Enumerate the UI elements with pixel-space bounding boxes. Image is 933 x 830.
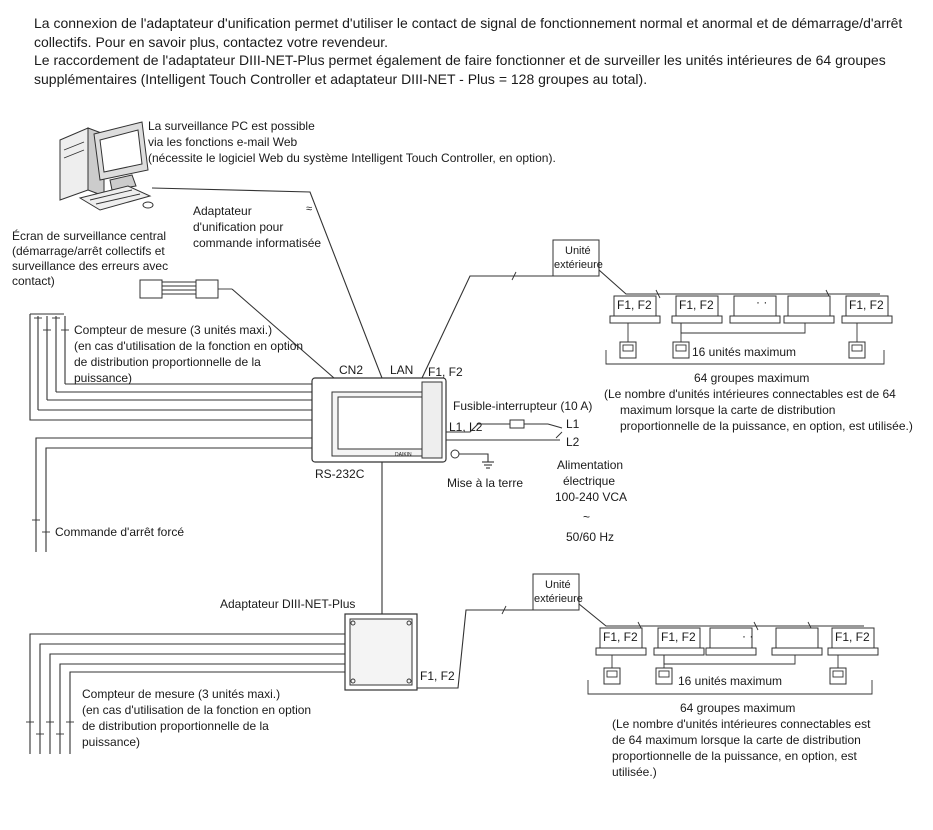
bottom-f1f2-line [417,609,545,689]
svg-text:F1, F2: F1, F2 [679,298,714,312]
meter-top-label: Compteur de mesure (3 unités maxi.) (en … [74,323,303,385]
controller-l1l2: L1, L2 [449,420,483,434]
svg-text:utilisée.): utilisée.) [612,765,657,779]
svg-text:· ·: · · [756,295,767,309]
meter-top-contacts [29,313,312,421]
svg-text:100-240 VCA: 100-240 VCA [555,490,627,504]
svg-text:commande informatisée: commande informatisée [193,236,321,250]
top-indoor-units: F1, F2 F1, F2 · · F1, F2 [609,295,893,359]
svg-text:Alimentation: Alimentation [557,458,623,472]
break-mark: ≈ [306,203,312,215]
bottom-max16: 16 unités maximum [678,674,782,688]
svg-text:(Le nombre d'unités intérieure: (Le nombre d'unités intérieures connecta… [604,387,896,401]
l2-label: L2 [566,435,580,449]
svg-text:F1, F2: F1, F2 [849,298,884,312]
svg-text:F1, F2: F1, F2 [603,630,638,644]
pc-note-line-2: via les fonctions e-mail Web [148,135,298,149]
svg-text:Unité: Unité [565,245,591,257]
svg-text:d'unification pour: d'unification pour [193,220,283,234]
controller-lan: LAN [390,363,413,377]
svg-text:de distribution proportionnell: de distribution proportionnelle de la [74,355,261,369]
svg-text:maximum lorsque la carte de di: maximum lorsque la carte de distribution [620,403,835,417]
touch-controller: DAIKIN [311,377,447,463]
svg-text:Unité: Unité [545,579,571,591]
controller-cn2: CN2 [339,363,363,377]
svg-text:(Le nombre d'unités intérieure: (Le nombre d'unités intérieures connecta… [612,717,871,731]
svg-text:Adaptateur: Adaptateur [193,204,252,218]
pc-note: La surveillance PC est possible via les … [148,119,556,165]
controller-rs232c: RS-232C [315,467,365,481]
meter-bottom-label: Compteur de mesure (3 unités maxi.) (en … [82,687,311,749]
svg-text:de distribution proportionnell: de distribution proportionnelle de la [82,719,269,733]
unification-adapter-connector [139,279,335,379]
svg-text:(démarrage/arrêt collectifs et: (démarrage/arrêt collectifs et [12,244,165,258]
svg-text:puissance): puissance) [74,371,132,385]
svg-text:F1, F2: F1, F2 [661,630,696,644]
svg-text:électrique: électrique [563,474,615,488]
earth-ground-icon [450,449,494,469]
svg-text:proportionnelle de la puissanc: proportionnelle de la puissance, en opti… [612,749,858,763]
diii-adapter-label: Adaptateur DIII-NET-Plus [220,597,355,611]
pc-lan-cable [151,187,383,379]
fuse-switch [446,419,563,441]
svg-text:Compteur de mesure (3 unités m: Compteur de mesure (3 unités maxi.) [74,323,272,337]
fuse-label: Fusible-interrupteur (10 A) [453,399,592,413]
central-screen-label: Écran de surveillance central (démarrage… [12,228,168,288]
intro-text: La connexion de l'adaptateur d'unificati… [34,14,914,88]
diii-f1f2: F1, F2 [420,669,455,683]
svg-text:64 groupes maximum: 64 groupes maximum [694,371,809,385]
bottom-indoor-units: F1, F2 F1, F2 · · F1, F2 [595,627,879,685]
power-label: Alimentation électrique 100-240 VCA ~ 50… [555,458,627,544]
pc-note-line-1: La surveillance PC est possible [148,119,315,133]
pc-note-line-3: (nécessite le logiciel Web du système In… [148,151,556,165]
svg-text:Compteur de mesure (3 unités m: Compteur de mesure (3 unités maxi.) [82,687,280,701]
svg-text:F1, F2: F1, F2 [835,630,870,644]
bottom-bracket [587,680,873,695]
diii-adapter-box [344,613,418,691]
controller-f1f2: F1, F2 [428,365,463,379]
svg-text:contact): contact) [12,274,55,288]
forced-stop-label: Commande d'arrêt forcé [55,525,184,539]
top-max16: 16 unités maximum [692,345,796,359]
svg-text:~: ~ [583,510,590,524]
intro-paragraph-1: La connexion de l'adaptateur d'unificati… [34,15,903,50]
unification-adapter-label: Adaptateur d'unification pour commande i… [193,204,321,250]
forced-stop-wiring [32,437,312,552]
svg-text:extérieure: extérieure [534,593,583,605]
svg-text:proportionnelle de la puissanc: proportionnelle de la puissance, en opti… [620,419,913,433]
intro-paragraph-2: Le raccordement de l'adaptateur DIII-NET… [34,52,886,87]
svg-text:50/60 Hz: 50/60 Hz [566,530,614,544]
meter-bottom-contacts [26,633,345,754]
svg-text:puissance): puissance) [82,735,140,749]
svg-text:· ·: · · [742,629,753,643]
l1-label: L1 [566,417,580,431]
top-bracket [605,350,885,365]
svg-text:64 groupes maximum: 64 groupes maximum [680,701,795,715]
svg-text:(en cas d'utilisation de la fo: (en cas d'utilisation de la fonction en … [82,703,311,717]
bottom-outdoor-unit: Unité extérieure [532,573,583,611]
bottom-groups-note: 64 groupes maximum (Le nombre d'unités i… [612,701,871,779]
svg-text:F1, F2: F1, F2 [617,298,652,312]
svg-text:extérieure: extérieure [554,259,603,271]
svg-text:surveillance des erreurs avec: surveillance des erreurs avec [12,259,168,273]
controller-brand: DAIKIN [395,452,412,458]
svg-text:(en cas d'utilisation de la fo: (en cas d'utilisation de la fonction en … [74,339,303,353]
earth-label: Mise à la terre [447,476,523,490]
pc-computer-icon [59,121,154,211]
top-groups-note: 64 groupes maximum (Le nombre d'unités i… [604,371,913,433]
svg-text:Écran de surveillance central: Écran de surveillance central [12,228,166,243]
top-f1f2-line [421,275,566,379]
svg-text:de 64 maximum lorsque la carte: de 64 maximum lorsque la carte de distri… [612,733,861,747]
top-outdoor-unit: Unité extérieure [552,239,603,277]
